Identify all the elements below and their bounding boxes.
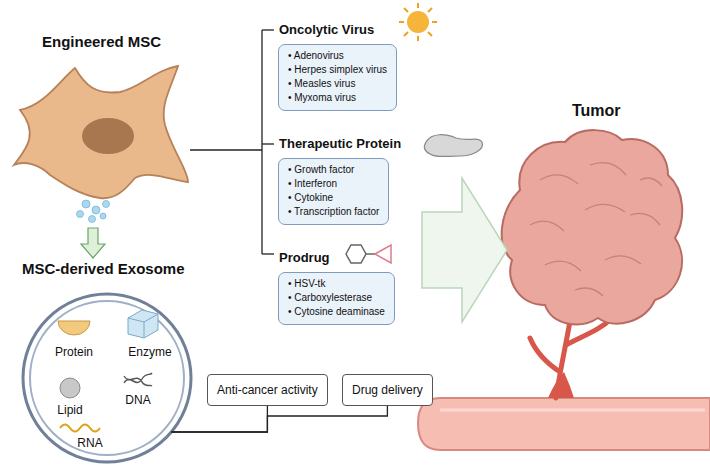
content-label: Lipid xyxy=(57,403,82,417)
bullet-item: • Myxoma virus xyxy=(288,91,387,105)
tumor-lobes xyxy=(530,163,662,296)
content-label: Enzyme xyxy=(128,345,171,359)
virus-icon xyxy=(399,3,437,41)
oncolytic-virus-box: Oncolytic Virus• Adenovirus• Herpes simp… xyxy=(278,44,397,111)
bullet-item: • Transcription factor xyxy=(288,205,379,219)
content-label: RNA xyxy=(77,436,102,450)
exosome-heading: MSC-derived Exosome xyxy=(22,260,185,277)
exosome-inner xyxy=(30,301,184,455)
vessel-shine xyxy=(440,409,705,412)
exosome-outer xyxy=(23,294,191,462)
bullet-item: • Adenovirus xyxy=(288,49,387,63)
prodrug-icon xyxy=(346,245,391,263)
box-heading: Oncolytic Virus xyxy=(279,22,374,37)
bullet-item: • Cytosine deaminase xyxy=(288,305,385,319)
dna-shape xyxy=(124,373,152,386)
tumor-vessel-root xyxy=(548,372,574,398)
branch-lines xyxy=(190,30,274,254)
tumor xyxy=(502,130,683,324)
bullet-item: • Measles virus xyxy=(288,77,387,91)
box-heading: Prodrug xyxy=(279,250,330,265)
box-heading: Therapeutic Protein xyxy=(279,136,401,151)
exosome-dots xyxy=(77,200,110,223)
bullet-item: • HSV-tk xyxy=(288,277,385,291)
protein-shape xyxy=(58,321,90,335)
msc-cell xyxy=(14,66,188,198)
down-arrow xyxy=(81,228,105,258)
box-label: Anti-cancer activity xyxy=(217,383,318,397)
delivery-arrow xyxy=(422,178,507,322)
box-label: Drug delivery xyxy=(352,383,423,397)
drug-delivery-box: Drug delivery xyxy=(342,374,433,406)
blood-vessel xyxy=(418,398,710,450)
connector xyxy=(171,406,387,432)
rna-shape xyxy=(60,425,100,432)
msc-label: Engineered MSC xyxy=(42,33,161,50)
bullet-item: • Interferon xyxy=(288,177,379,191)
anti-cancer-box: Anti-cancer activity xyxy=(207,374,328,406)
lipid-shape xyxy=(60,378,80,398)
tumor-label: Tumor xyxy=(572,102,621,120)
content-label: DNA xyxy=(125,393,150,407)
bullet-item: • Growth factor xyxy=(288,163,379,177)
enzyme-shape xyxy=(128,310,158,338)
nucleus xyxy=(82,118,134,154)
bullet-item: • Herpes simplex virus xyxy=(288,63,387,77)
protein-icon xyxy=(424,135,482,157)
exosome-circle: MSC-derived ExosomeProtein EnzymeLipid DNA… xyxy=(15,260,207,466)
bullet-item: • Cytokine xyxy=(288,191,379,205)
content-label: Protein xyxy=(55,345,93,359)
prodrug-box: Prodrug• HSV-tk• Carboxylesterase• Cytos… xyxy=(278,272,395,325)
connector xyxy=(171,406,267,432)
therapeutic-protein-box: Therapeutic Protein• Growth factor• Inte… xyxy=(278,158,389,225)
bullet-item: • Carboxylesterase xyxy=(288,291,385,305)
